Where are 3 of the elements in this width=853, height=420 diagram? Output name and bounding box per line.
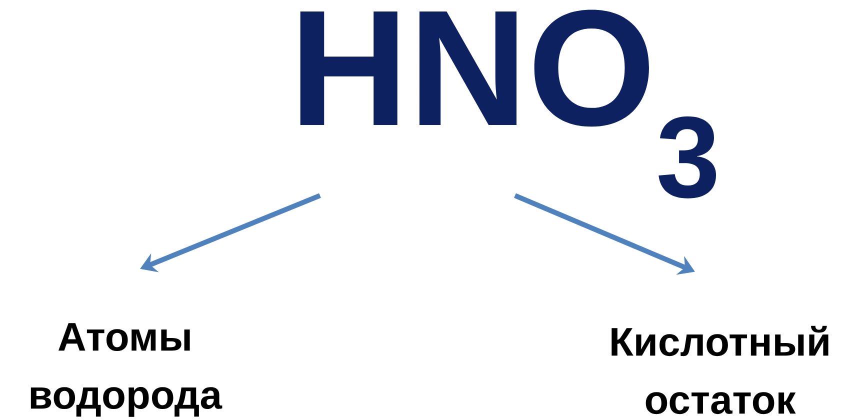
- formula-text: HNO$_{3}$: [300, 10, 716, 198]
- caption-text: Атомы водорода: [30, 323, 222, 417]
- caption-text: Кислотный остаток: [612, 326, 828, 414]
